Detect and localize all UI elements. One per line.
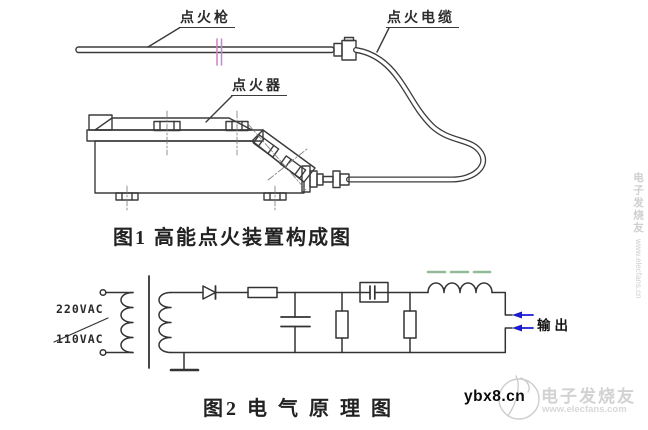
igniter-connector <box>301 165 350 193</box>
series-resistor <box>247 286 278 299</box>
ground-symbol <box>169 351 200 372</box>
output-inductor <box>427 282 493 294</box>
output-label: 输出 <box>537 318 572 333</box>
bleed-resistor-2 <box>403 291 417 354</box>
edge-watermark-brand: 电子发烧友 <box>632 172 644 235</box>
ignition-cable <box>346 47 486 183</box>
edge-watermark-url: www.elecfans.cn <box>634 238 643 299</box>
diode <box>202 285 217 300</box>
input-voltage-110: 110VAC <box>56 332 104 346</box>
figure1-caption: 图1 高能点火装置构成图 <box>113 227 352 249</box>
bleed-resistor-1 <box>335 291 349 354</box>
elecfans-logo <box>498 375 540 420</box>
rod-break-marks <box>216 38 223 66</box>
elecfans-brand-watermark: 电子发烧友 <box>541 387 636 406</box>
ybx8-watermark: ybx8.cn <box>464 388 526 405</box>
gun-label: 点火枪 <box>179 11 235 28</box>
output-arrows <box>512 311 534 332</box>
transformer <box>120 275 172 369</box>
elecfans-url-watermark: www.elecfans.com <box>542 404 627 415</box>
input-voltage-220: 220VAC <box>56 302 104 316</box>
output-gap <box>170 291 513 354</box>
igniter-box <box>86 114 316 201</box>
edge-watermark: 电子发烧友 www.elecfans.cn <box>631 172 645 299</box>
centerlines <box>126 110 308 211</box>
filter-capacitor <box>280 291 311 354</box>
spark-gap-tube <box>359 281 389 303</box>
igniter-label: 点火器 <box>231 79 287 96</box>
figure2-caption: 图2 电 气 原 理 图 <box>203 398 394 420</box>
cable-label: 点火电缆 <box>386 11 459 28</box>
